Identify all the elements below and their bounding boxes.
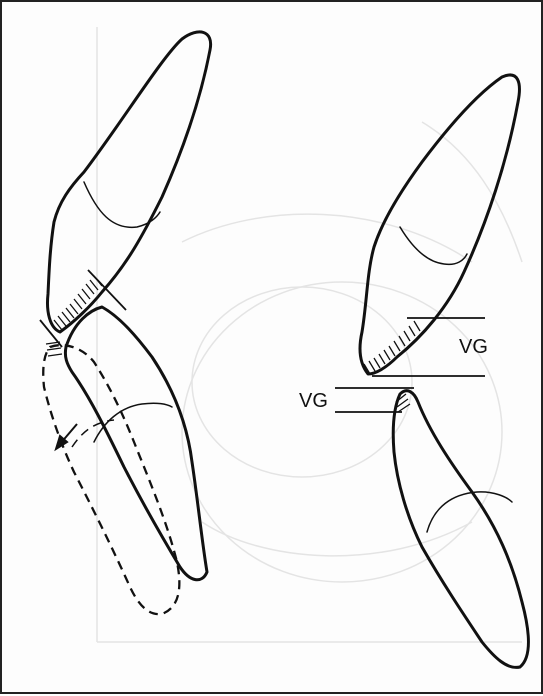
- vg-label-upper: VG: [459, 336, 488, 358]
- right-lower-tooth-outline: [393, 391, 528, 668]
- left-upper-tooth-outline: [48, 32, 211, 332]
- left-lower-tooth-displaced: [43, 345, 179, 614]
- right-upper-hatching: [364, 321, 420, 374]
- displaced-tooth-outline: [43, 345, 179, 614]
- right-lower-tooth: [393, 391, 528, 668]
- vg-label-lower: VG: [299, 390, 328, 412]
- left-upper-hatching: [40, 270, 126, 347]
- left-lower-tooth: [65, 307, 207, 580]
- right-upper-tooth: [360, 75, 519, 374]
- right-upper-tooth-cej: [400, 227, 467, 264]
- left-lower-tooth-cej: [94, 403, 172, 442]
- right-upper-tooth-outline: [360, 75, 519, 374]
- left-lower-tooth-outline: [65, 307, 207, 580]
- right-lower-tooth-cej: [427, 492, 512, 532]
- left-upper-tooth: [48, 32, 211, 332]
